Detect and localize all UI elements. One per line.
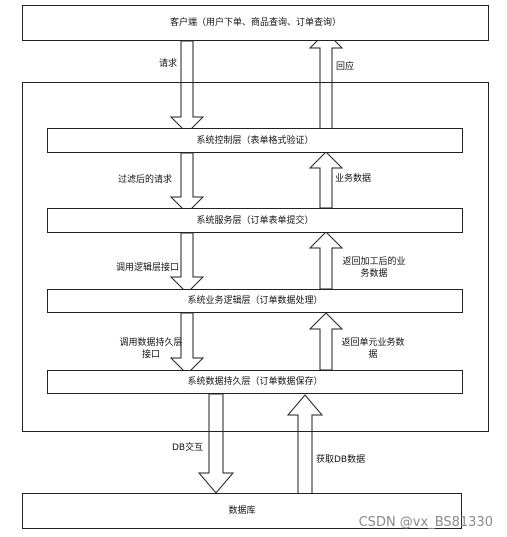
persistence-layer-box: 系统数据持久层（订单数据保存） <box>47 370 463 394</box>
logic-layer-label: 系统业务逻辑层（订单数据处理） <box>187 296 323 306</box>
persistence-layer-label: 系统数据持久层（订单数据保存） <box>187 377 323 387</box>
filtered-request-label: 过滤后的请求 <box>118 175 173 185</box>
business-data-label: 业务数据 <box>335 174 372 184</box>
system-container <box>22 82 489 432</box>
call-persistence-interface-label: 调用数据持久层 接口 <box>119 338 183 360</box>
return-unit-data-label: 返回单元业务数 据 <box>341 338 405 360</box>
request-label: 请求 <box>159 59 178 69</box>
control-layer-label: 系统控制层（表单格式验证） <box>196 135 314 146</box>
database-label: 数据库 <box>228 506 256 516</box>
call-logic-interface-label: 调用逻辑层接口 <box>116 263 180 273</box>
database-box: 数据库 <box>22 493 462 529</box>
logic-layer-box: 系统业务逻辑层（订单数据处理） <box>47 289 463 313</box>
db-interaction-label: DB交互 <box>172 443 204 453</box>
return-processed-data-label: 返回加工后的业 务数据 <box>342 257 406 279</box>
fetch-db-data-label: 获取DB数据 <box>316 455 366 465</box>
response-label: 回应 <box>336 62 355 72</box>
watermark: CSDN @vx_BS81330 <box>358 515 493 530</box>
service-layer-box: 系统服务层（订单表单提交） <box>47 208 463 233</box>
control-layer-box: 系统控制层（表单格式验证） <box>47 128 463 153</box>
client-label: 客户端（用户下单、商品查询、订单查询） <box>169 18 341 28</box>
client-box: 客户端（用户下单、商品查询、订单查询） <box>22 5 489 41</box>
service-layer-label: 系统服务层（订单表单提交） <box>196 215 314 226</box>
